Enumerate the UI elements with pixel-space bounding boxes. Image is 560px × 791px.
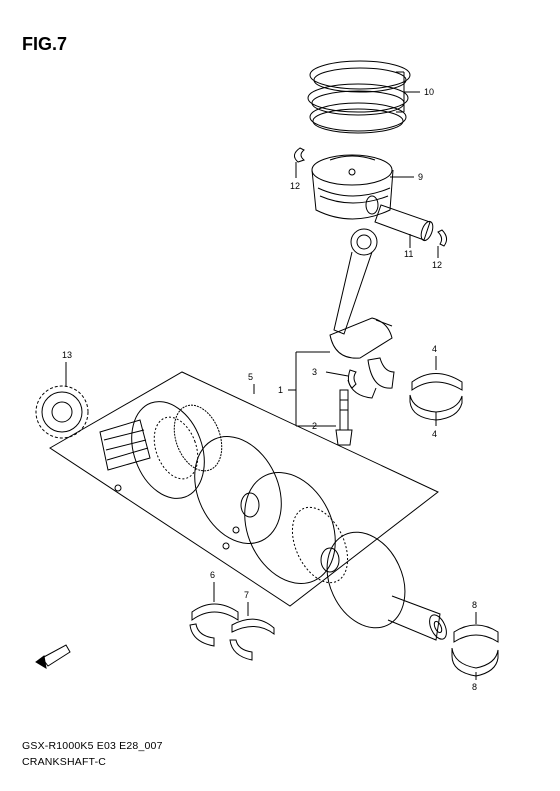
callout-circlip-right: 12 bbox=[432, 260, 442, 270]
callout-rod-bolt: 2 bbox=[312, 421, 317, 431]
crankshaft-thrust-bearing[interactable] bbox=[451, 624, 499, 677]
callout-bearing-lower: 4 bbox=[432, 429, 437, 439]
crankshaft-journal-bearing-lower[interactable] bbox=[189, 618, 275, 661]
piston-ring-set[interactable] bbox=[307, 60, 411, 134]
callout-piston: 9 bbox=[418, 172, 423, 182]
callout-connecting-rod: 1 bbox=[278, 385, 283, 395]
figure-title: FIG.7 bbox=[22, 34, 68, 54]
connecting-rod-cap[interactable] bbox=[347, 357, 395, 399]
callout-piston-rings: 10 bbox=[424, 87, 434, 97]
piston[interactable] bbox=[311, 154, 394, 220]
forward-direction-arrow bbox=[35, 644, 71, 669]
piston-pin-circlip-right[interactable] bbox=[437, 229, 448, 247]
callout-thrust-bearing-lower: 8 bbox=[472, 682, 477, 692]
callout-leader-lines bbox=[65, 71, 477, 680]
callout-labels: 10 9 12 11 12 13 4 3 5 1 2 4 6 7 8 8 bbox=[62, 87, 477, 692]
callout-journal-bearing-lower: 7 bbox=[244, 590, 249, 600]
callout-circlip-left: 12 bbox=[290, 181, 300, 191]
crankshaft-assembly-frame bbox=[49, 371, 439, 607]
connecting-rod-bolt[interactable] bbox=[335, 389, 353, 446]
figure-name: CRANKSHAFT-C bbox=[22, 756, 107, 768]
piston-pin-circlip-left[interactable] bbox=[294, 147, 306, 163]
crankshaft-journal-bearing-upper[interactable] bbox=[191, 603, 239, 621]
piston-pin[interactable] bbox=[374, 204, 435, 242]
crank-pin-bearing-pair[interactable] bbox=[409, 373, 463, 421]
figure-model-code: GSX-R1000K5 E03 E28_007 bbox=[22, 740, 163, 752]
callout-sprocket: 13 bbox=[62, 350, 72, 360]
callout-bearing-upper: 4 bbox=[432, 344, 437, 354]
callout-rod-bearing: 3 bbox=[312, 367, 317, 377]
callout-piston-pin: 11 bbox=[404, 249, 413, 259]
callout-journal-bearing-upper: 6 bbox=[210, 570, 215, 580]
crankshaft[interactable] bbox=[99, 391, 450, 641]
callout-crankshaft-assembly: 5 bbox=[248, 372, 253, 382]
connecting-rod[interactable] bbox=[329, 228, 393, 359]
crankshaft-sprocket[interactable] bbox=[35, 385, 89, 439]
connecting-rod-bearing[interactable] bbox=[347, 369, 357, 389]
callout-thrust-bearing-upper: 8 bbox=[472, 600, 477, 610]
